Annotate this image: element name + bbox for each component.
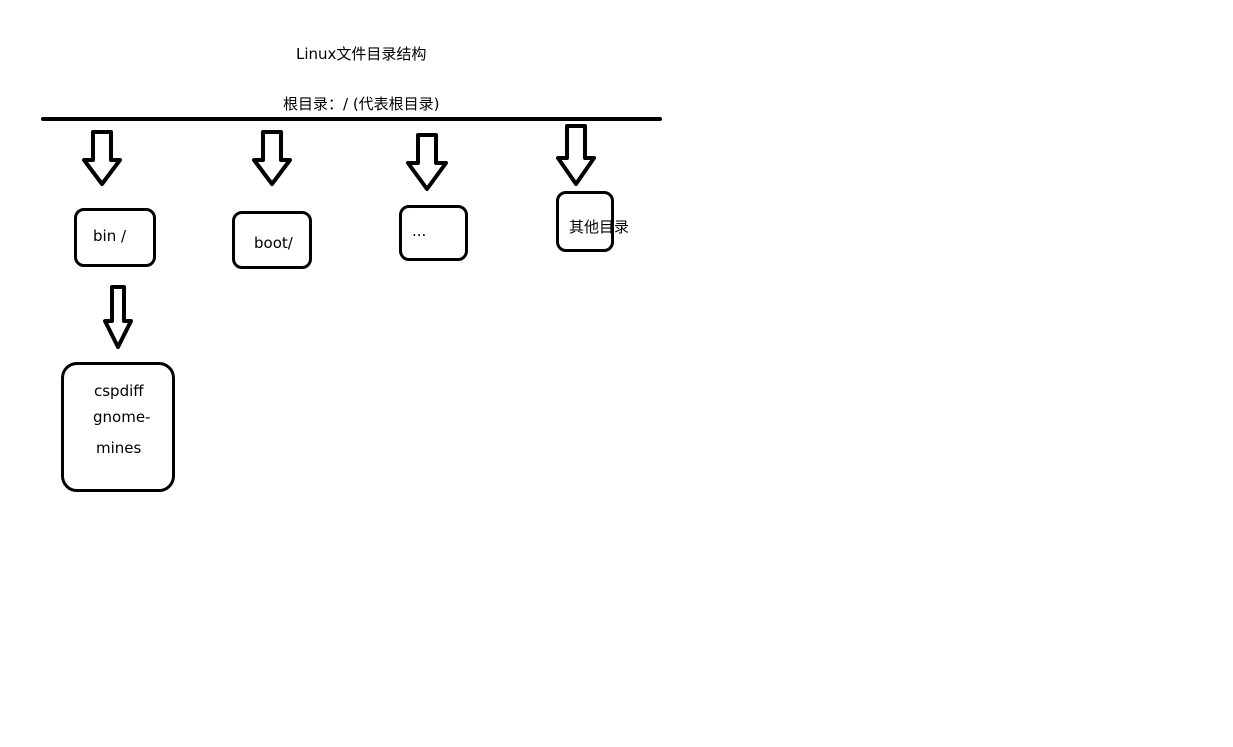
directory-box-ellipsis <box>399 205 468 261</box>
diagram-title: Linux文件目录结构 <box>296 45 427 63</box>
arrow-down-icon <box>556 124 596 186</box>
directory-label-other: 其他目录 <box>569 218 630 236</box>
directory-box-boot <box>232 211 312 269</box>
directory-box-other <box>556 191 614 252</box>
directory-box-bin <box>74 208 156 267</box>
bin-contents-box <box>61 362 175 492</box>
file-name: mines <box>96 439 142 457</box>
arrow-down-icon <box>103 285 133 349</box>
file-name: cspdiff <box>94 382 144 400</box>
file-name: gnome- <box>93 408 151 426</box>
arrow-down-icon <box>252 130 292 186</box>
root-line <box>41 117 662 121</box>
arrow-down-icon <box>406 133 448 191</box>
root-directory-label: 根目录：/ (代表根目录) <box>283 95 440 113</box>
directory-label-bin: bin / <box>93 227 127 245</box>
directory-label-ellipsis: ... <box>412 222 427 240</box>
directory-label-boot: boot/ <box>254 234 293 252</box>
arrow-down-icon <box>82 130 122 186</box>
